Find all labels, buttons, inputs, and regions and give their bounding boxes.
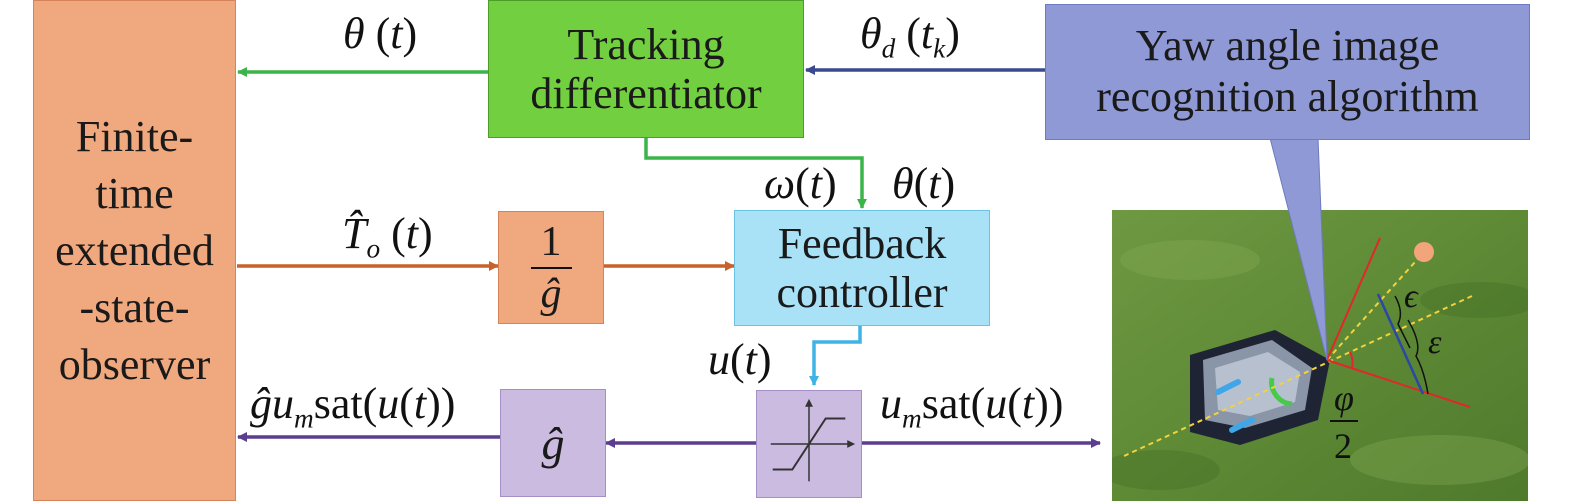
inverse-gain-numerator: 1 [530,221,572,269]
red-ray-lower [1326,359,1471,408]
finite-time-observer-block: Finite- time extended -state- observer [33,0,236,501]
blue-marker-bottom [1229,417,1255,433]
rotation-arc [1269,377,1293,407]
label-g-u-sat: ĝumsat(u(t)) [250,379,456,434]
yaw-line-1: Yaw angle image [1135,21,1440,71]
label-u: u(t) [708,335,772,384]
label-theta-feedback: θ(t) [892,159,956,208]
feedback-controller-block: Feedback controller [734,210,990,326]
label-u-sat: umsat(u(t)) [880,379,1064,434]
arrow-u-to-saturation [809,326,862,386]
inverse-gain-block: 1 ĝ [498,211,604,324]
tracking-line-2: differentiator [530,69,762,118]
saturation-graph [770,398,856,482]
label-omega: ω(t) [764,159,837,208]
inverse-gain-denominator: ĝ [540,270,562,317]
blue-measure-line [1376,293,1425,395]
red-angle-arc [1349,351,1354,369]
yaw-recognition-block: Yaw angle image recognition algorithm [1045,4,1530,140]
arrow-omega-to-feedback [644,138,867,209]
tracking-line-1: Tracking [567,19,725,69]
label-epsilon-small: ϵ [1404,278,1418,315]
yaw-line-2: recognition algorithm [1096,72,1479,121]
brace-small [1394,295,1411,349]
observer-line-3: extended [55,225,214,275]
target-point [1414,242,1434,262]
brace-large [1407,319,1429,395]
gain-label: ĝ [541,417,565,469]
gain-block: ĝ [500,389,606,497]
observer-line-2: time [95,168,174,218]
label-two: 2 [1334,426,1352,466]
label-epsilon-large: ε [1428,324,1442,361]
fraction-bar [1330,420,1358,422]
label-theta-d: θd (tk) [860,9,960,64]
red-ray-upper [1326,237,1381,361]
yellow-dashed-target [1326,251,1425,361]
saturation-block [756,390,862,498]
feedback-line-2: controller [776,268,948,317]
observer-line-5: observer [58,340,211,390]
tracking-differentiator-block: Tracking differentiator [488,0,804,138]
label-theta-out: θ (t) [343,9,418,58]
observer-line-1: Finite- [75,111,194,161]
blue-marker-top [1215,379,1241,395]
label-T-hat: T̂o (t) [342,209,433,264]
label-phi: φ [1334,378,1354,418]
yellow-dashed-axis [1123,295,1473,457]
observer-line-4: -state- [79,283,190,333]
feedback-line-1: Feedback [777,218,947,268]
